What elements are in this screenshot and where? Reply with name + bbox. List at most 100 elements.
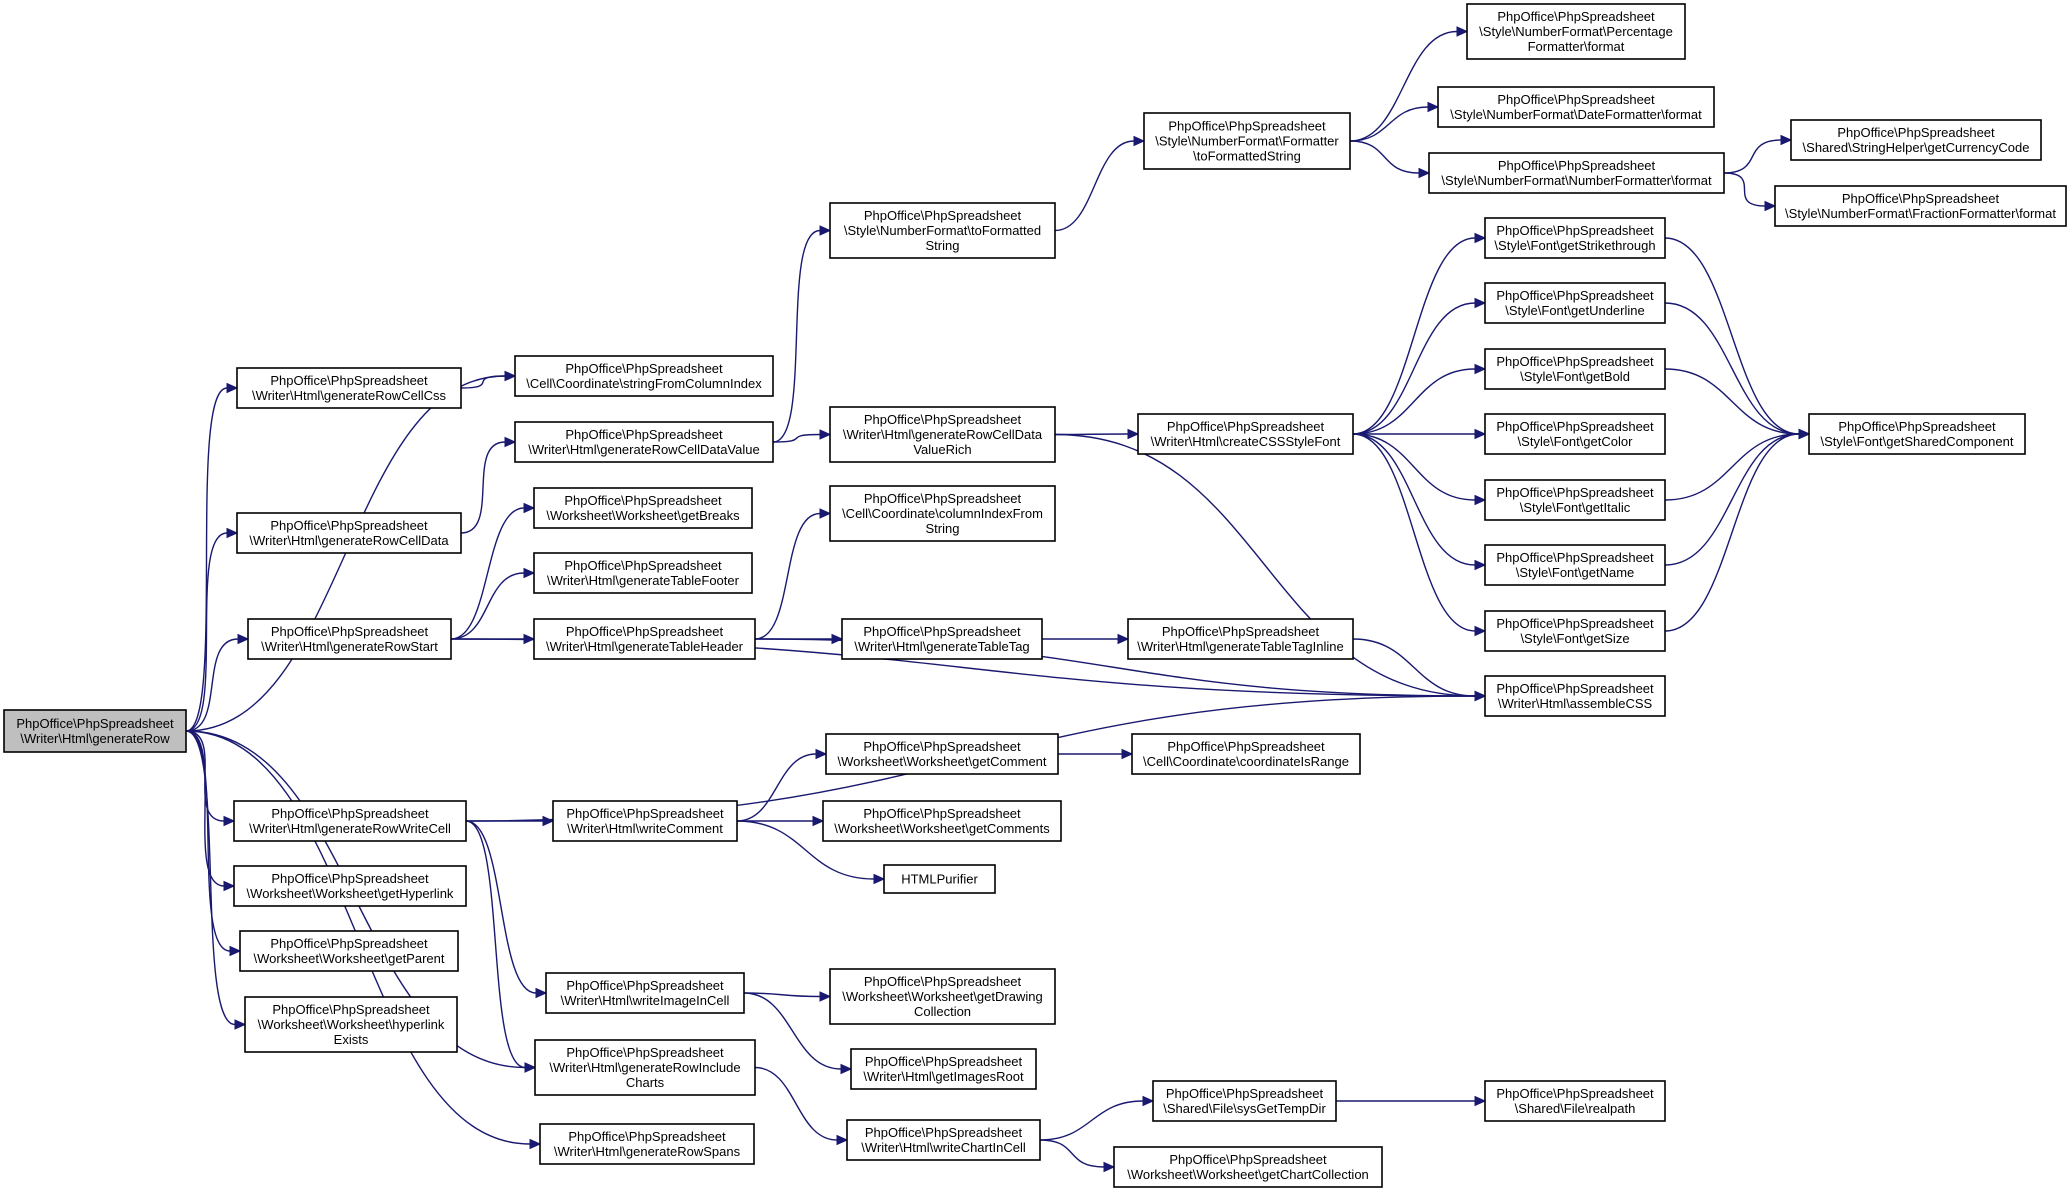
node-box (534, 1039, 756, 1096)
node-fraction-formatter[interactable]: PhpOffice\PhpSpreadsheet\Style\NumberFor… (1774, 185, 2067, 227)
edge-gen-row-cell-data-to-gen-row-cell-data-value (460, 436, 517, 534)
node-box (1113, 1146, 1383, 1188)
edge-line (1352, 237, 1476, 435)
edge-line (1352, 368, 1476, 435)
node-gen-row-spans[interactable]: PhpOffice\PhpSpreadsheet\Writer\Html\gen… (539, 1123, 755, 1165)
node-label-line: PhpOffice\PhpSpreadsheet (564, 493, 722, 508)
node-label-line: \Shared\StringHelper\getCurrencyCode (1803, 140, 2030, 155)
node-html-purifier[interactable]: HTMLPurifier (883, 864, 996, 894)
node-label-line: \Writer\Html\generateRowCellData (843, 427, 1043, 442)
node-get-parent[interactable]: PhpOffice\PhpSpreadsheet\Worksheet\Works… (239, 930, 459, 972)
edge-line (1352, 433, 1476, 566)
node-box (514, 355, 774, 397)
node-number-formatter[interactable]: PhpOffice\PhpSpreadsheet\Style\NumberFor… (1428, 152, 1725, 194)
node-label-line: PhpOffice\PhpSpreadsheet (568, 1129, 726, 1144)
node-get-name[interactable]: PhpOffice\PhpSpreadsheet\Style\Font\getN… (1484, 544, 1666, 586)
node-label-line: \Style\Font\getBold (1520, 369, 1630, 384)
node-percentage-formatter[interactable]: PhpOffice\PhpSpreadsheet\Style\NumberFor… (1466, 3, 1686, 60)
node-get-italic[interactable]: PhpOffice\PhpSpreadsheet\Style\Font\getI… (1484, 479, 1666, 521)
node-get-breaks[interactable]: PhpOffice\PhpSpreadsheet\Worksheet\Works… (533, 487, 753, 529)
node-label-line: \Shared\File\sysGetTempDir (1163, 1101, 1326, 1116)
node-assemble-css[interactable]: PhpOffice\PhpSpreadsheet\Writer\Html\ass… (1484, 675, 1666, 717)
node-to-formatted-string[interactable]: PhpOffice\PhpSpreadsheet\Style\NumberFor… (829, 202, 1056, 259)
node-gen-row-cell-data[interactable]: PhpOffice\PhpSpreadsheet\Writer\Html\gen… (236, 512, 462, 554)
node-label-line: PhpOffice\PhpSpreadsheet (1838, 419, 1996, 434)
node-get-currency-code[interactable]: PhpOffice\PhpSpreadsheet\Shared\StringHe… (1790, 119, 2042, 161)
arrowhead-icon (819, 225, 832, 236)
node-gen-row-write-cell[interactable]: PhpOffice\PhpSpreadsheet\Writer\Html\gen… (233, 800, 467, 842)
edge-formatter-to-formatted-string-to-date-formatter (1349, 101, 1440, 142)
node-label-line: \Worksheet\Worksheet\getComments (834, 821, 1050, 836)
node-get-underline[interactable]: PhpOffice\PhpSpreadsheet\Style\Font\getU… (1484, 282, 1666, 324)
node-column-index-from-string[interactable]: PhpOffice\PhpSpreadsheet\Cell\Coordinate… (829, 485, 1056, 542)
node-gen-table-header[interactable]: PhpOffice\PhpSpreadsheet\Writer\Html\gen… (533, 618, 756, 660)
node-gen-table-tag-inline[interactable]: PhpOffice\PhpSpreadsheet\Writer\Html\gen… (1127, 618, 1354, 660)
edge-write-chart-in-cell-to-get-chart-collection (1039, 1139, 1116, 1173)
node-label-line: HTMLPurifier (901, 872, 978, 887)
arrowhead-icon (1780, 134, 1793, 146)
node-string-from-column-index[interactable]: PhpOffice\PhpSpreadsheet\Cell\Coordinate… (514, 355, 774, 397)
node-realpath[interactable]: PhpOffice\PhpSpreadsheet\Shared\File\rea… (1484, 1080, 1666, 1122)
node-gen-table-footer[interactable]: PhpOffice\PhpSpreadsheet\Writer\Html\gen… (533, 552, 753, 594)
node-formatter-to-formatted-string[interactable]: PhpOffice\PhpSpreadsheet\Style\NumberFor… (1143, 112, 1351, 170)
node-label-line: PhpOffice\PhpSpreadsheet (565, 361, 723, 376)
node-get-drawing-collection[interactable]: PhpOffice\PhpSpreadsheet\Worksheet\Works… (829, 968, 1056, 1025)
arrowhead-icon (819, 508, 832, 519)
node-label-line: PhpOffice\PhpSpreadsheet (1496, 1086, 1654, 1101)
edge-root-to-get-parent (185, 730, 242, 957)
edge-line (185, 532, 228, 732)
node-box (233, 865, 467, 907)
node-box (239, 930, 459, 972)
arrowhead-icon (504, 436, 517, 448)
node-gen-row-cell-data-value[interactable]: PhpOffice\PhpSpreadsheet\Writer\Html\gen… (514, 421, 774, 463)
node-gen-row-start[interactable]: PhpOffice\PhpSpreadsheet\Writer\Html\gen… (247, 618, 452, 660)
edge-gen-row-write-cell-to-gen-row-include-charts (465, 820, 537, 1073)
node-get-comments[interactable]: PhpOffice\PhpSpreadsheet\Worksheet\Works… (822, 800, 1062, 842)
node-gen-table-tag[interactable]: PhpOffice\PhpSpreadsheet\Writer\Html\gen… (841, 618, 1043, 660)
node-label-line: \Cell\Coordinate\columnIndexFrom (842, 506, 1043, 521)
edge-create-cssstyle-font-to-get-italic (1352, 433, 1487, 506)
node-get-images-root[interactable]: PhpOffice\PhpSpreadsheet\Writer\Html\get… (850, 1048, 1037, 1090)
edge-get-comment-to-coordinate-is-range (1058, 748, 1134, 760)
node-box (846, 1119, 1041, 1161)
node-gen-row-cell-css[interactable]: PhpOffice\PhpSpreadsheet\Writer\Html\gen… (236, 367, 462, 409)
node-label-line: \Writer\Html\assembleCSS (1498, 696, 1653, 711)
node-create-cssstyle-font[interactable]: PhpOffice\PhpSpreadsheet\Writer\Html\cre… (1137, 413, 1354, 455)
node-gen-row-include-charts[interactable]: PhpOffice\PhpSpreadsheet\Writer\Html\gen… (534, 1039, 756, 1096)
node-get-chart-collection[interactable]: PhpOffice\PhpSpreadsheet\Worksheet\Works… (1113, 1146, 1383, 1188)
arrowhead-icon (1474, 428, 1487, 440)
node-get-bold[interactable]: PhpOffice\PhpSpreadsheet\Style\Font\getB… (1484, 348, 1666, 390)
node-get-color[interactable]: PhpOffice\PhpSpreadsheet\Style\Font\getC… (1484, 413, 1666, 455)
node-label-line: PhpOffice\PhpSpreadsheet (271, 871, 429, 886)
arrowhead-icon (1474, 690, 1487, 702)
arrowhead-icon (1427, 101, 1440, 113)
node-label-line: PhpOffice\PhpSpreadsheet (566, 978, 724, 993)
node-coordinate-is-range[interactable]: PhpOffice\PhpSpreadsheet\Cell\Coordinate… (1131, 733, 1361, 775)
node-box (1790, 119, 2042, 161)
node-label-line: \Worksheet\Worksheet\getBreaks (546, 508, 740, 523)
node-box (236, 367, 462, 409)
node-get-comment[interactable]: PhpOffice\PhpSpreadsheet\Worksheet\Works… (825, 733, 1059, 775)
edge-line (736, 753, 817, 822)
node-write-image-in-cell[interactable]: PhpOffice\PhpSpreadsheet\Writer\Html\wri… (545, 972, 745, 1014)
node-hyperlink-exists[interactable]: PhpOffice\PhpSpreadsheet\Worksheet\Works… (244, 996, 458, 1053)
node-get-hyperlink[interactable]: PhpOffice\PhpSpreadsheet\Worksheet\Works… (233, 865, 467, 907)
node-sys-get-temp-dir[interactable]: PhpOffice\PhpSpreadsheet\Shared\File\sys… (1152, 1080, 1337, 1122)
node-write-chart-in-cell[interactable]: PhpOffice\PhpSpreadsheet\Writer\Html\wri… (846, 1119, 1041, 1161)
node-get-shared-component[interactable]: PhpOffice\PhpSpreadsheet\Style\Font\getS… (1808, 413, 2026, 455)
node-box (1484, 479, 1666, 521)
node-get-size[interactable]: PhpOffice\PhpSpreadsheet\Style\Font\getS… (1484, 610, 1666, 652)
node-box (236, 512, 462, 554)
edge-line (1054, 140, 1135, 232)
node-date-formatter[interactable]: PhpOffice\PhpSpreadsheet\Style\NumberFor… (1437, 86, 1715, 128)
node-root[interactable]: PhpOffice\PhpSpreadsheet\Writer\Html\gen… (3, 709, 187, 753)
edge-line (185, 387, 228, 732)
node-gen-row-cell-data-value-rich[interactable]: PhpOffice\PhpSpreadsheet\Writer\Html\gen… (829, 406, 1056, 463)
node-write-comment[interactable]: PhpOffice\PhpSpreadsheet\Writer\Html\wri… (552, 800, 738, 842)
node-get-strikethrough[interactable]: PhpOffice\PhpSpreadsheet\Style\Font\getS… (1484, 217, 1666, 259)
node-box (1143, 112, 1351, 170)
node-label-line: PhpOffice\PhpSpreadsheet (864, 412, 1022, 427)
node-label-line: ValueRich (913, 442, 971, 457)
node-label-line: \Worksheet\Worksheet\getDrawing (842, 989, 1042, 1004)
